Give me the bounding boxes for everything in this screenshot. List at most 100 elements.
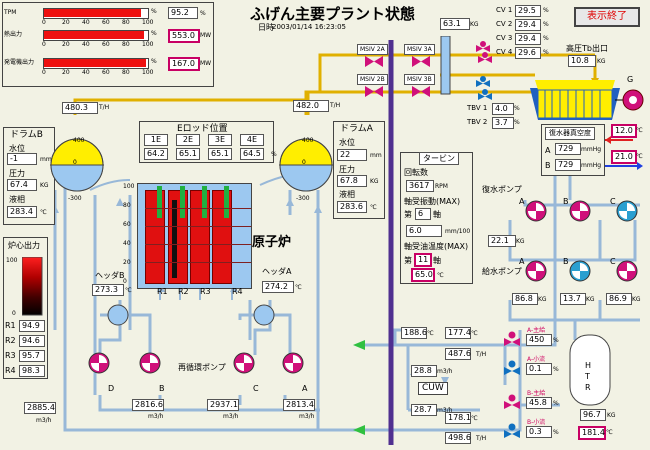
bar-tick-2-3: 60 — [102, 69, 110, 76]
drum-b-level-value: -1 — [7, 153, 37, 165]
condenser-b-unit: mmHg — [581, 162, 602, 169]
feedwater-box-label-2: B-主給 — [527, 390, 546, 397]
drum-b-temp-value: 283.4 — [7, 206, 37, 218]
recirc-pump-c — [233, 352, 255, 374]
bar-tick-2-2: 40 — [82, 69, 90, 76]
condenser-a-label: A — [545, 146, 551, 155]
erod-value-2: 65.1 — [208, 148, 232, 160]
condensate-pump-label-2: C — [610, 197, 616, 206]
condensate-pump-label-0: A — [519, 197, 525, 206]
bar-tick-2-1: 20 — [62, 69, 70, 76]
feedwater-valve-icon-1[interactable] — [502, 360, 524, 378]
recirc-flow-0: 2885.4 — [24, 402, 56, 414]
drum-b-pressure-label: 圧力 — [9, 169, 25, 178]
rod-channel-3 — [212, 190, 232, 284]
msiv-valve-icon-0[interactable] — [365, 55, 385, 69]
msiv-label-0: MSIV 2A — [357, 44, 388, 55]
condensate-pump-c — [616, 200, 638, 222]
header-b-temp-unit: ℃ — [125, 287, 132, 294]
msiv-valve-icon-1[interactable] — [412, 55, 432, 69]
core-power-scale-bottom: 0 — [12, 310, 16, 317]
bar-tick-1-5: 100 — [142, 41, 154, 48]
drum-a-level-unit: mm — [370, 152, 382, 159]
msiv-label-3: MSIV 3B — [404, 74, 435, 85]
msiv-valve-icon-3[interactable] — [412, 85, 432, 99]
msiv-label-1: MSIV 3A — [404, 44, 435, 55]
feed-pump-label-0: A — [519, 257, 525, 266]
feedwater-box-value-1: 0.1 — [526, 363, 552, 375]
main-steam-pressure-unit: KG — [470, 21, 479, 28]
core-power-label-2: R3 — [5, 351, 16, 360]
condensate-pump-label-1: B — [563, 197, 569, 206]
drum-a-mark-zero: 0 — [302, 159, 306, 166]
region-label-2: R3 — [200, 287, 211, 296]
cv-valve-icon-3[interactable] — [478, 89, 494, 103]
main-steam-pressure: 63.1 — [440, 18, 470, 30]
feed-pump-unit-2: KG — [632, 296, 641, 303]
bar-tick-1-3: 60 — [102, 41, 110, 48]
core-power-label-0: R1 — [5, 321, 16, 330]
bar-tick-2-0: 0 — [42, 69, 46, 76]
drum-a-mark-top: 400 — [302, 137, 314, 144]
region-label-0: R1 — [157, 287, 168, 296]
cv-valve-icon-0[interactable] — [476, 41, 492, 55]
feedwater-valve-icon-0[interactable] — [502, 331, 524, 349]
recirc-flow-unit-0: m3/h — [36, 417, 52, 424]
steam-drum-a — [279, 138, 333, 192]
tbv-label-0: TBV 1 — [467, 104, 488, 112]
msiv-valve-icon-2[interactable] — [365, 85, 385, 99]
turbine-vib-prefix: 第 — [404, 210, 412, 219]
drum-a-pressure-value: 67.8 — [337, 175, 367, 187]
header-a-temp: 274.2 — [262, 281, 294, 293]
recirc-pump-a — [282, 352, 304, 374]
condenser-a-unit: mmHg — [581, 146, 602, 153]
bar-fill-0 — [44, 9, 141, 17]
drum-b-panel: ドラムB 水位 -1 mm 圧力 67.4 KG 液相 283.4 ℃ — [3, 127, 55, 225]
turbine-oil-bearing: 11 — [414, 253, 432, 267]
cv-unit-3: % — [543, 49, 549, 56]
cv-valve-icon-2[interactable] — [476, 76, 492, 90]
feedwater-box-label-0: A-主給 — [527, 327, 546, 334]
steam-drum-b — [50, 138, 104, 192]
feed-pump-unit-0: KG — [538, 296, 547, 303]
drum-b-mark-top: 400 — [73, 137, 85, 144]
drum-b-mark-zero: 0 — [73, 159, 77, 166]
region-label-1: R2 — [178, 287, 189, 296]
recirc-pump-label-0: D — [108, 384, 115, 393]
generator-icon — [622, 89, 644, 111]
htr-pressure: 96.7 — [580, 409, 606, 421]
feed-pump-label-2: C — [610, 257, 616, 266]
cuw-temp-3: 178.1 — [445, 412, 471, 424]
region-label-3: R4 — [232, 287, 243, 296]
drum-b-temp-label: 液相 — [9, 195, 25, 204]
recirc-pump-label-3: A — [302, 384, 308, 393]
feedwater-valve-icon-3[interactable] — [502, 423, 524, 441]
feed-pump-b — [569, 260, 591, 282]
feedwater-box-unit-0: % — [553, 337, 559, 344]
bar-value-2: 167.0 — [168, 57, 200, 71]
cuw-flow-3: 28.7 — [411, 404, 437, 416]
drum-b-pressure-value: 67.4 — [7, 179, 37, 191]
bar-tick-1-2: 40 — [82, 41, 90, 48]
feed-pump-value-2: 86.9 — [606, 293, 632, 305]
feedwater-valve-icon-2[interactable] — [502, 394, 524, 412]
reactor-scale-2: 60 — [123, 221, 131, 228]
rod-grid-4 — [145, 262, 251, 263]
cv-valve-icon-1[interactable] — [478, 52, 494, 66]
core-power-value-0: 94.9 — [19, 320, 45, 332]
turbine-oil-suffix: 軸 — [433, 256, 441, 265]
core-power-value-2: 95.7 — [19, 350, 45, 362]
drum-a-steam-flow: 482.0 — [293, 100, 329, 112]
header-b-vessel — [107, 304, 129, 326]
cv-value-1: 29.4 — [515, 19, 541, 31]
cuw-flow-1: 487.6 — [445, 348, 471, 360]
tbv-unit-1: % — [514, 119, 520, 126]
recirc-flow-unit-1: m3/h — [148, 413, 164, 420]
core-power-title: 炉心出力 — [8, 241, 40, 250]
feedwater-box-unit-1: % — [553, 366, 559, 373]
header-a-title: ヘッダA — [262, 267, 292, 276]
rod-grid-1 — [145, 208, 251, 209]
condensate-pump-a — [525, 200, 547, 222]
exit-button[interactable]: 表示終了 — [574, 7, 640, 27]
feedwater-box-label-1: A-小流 — [527, 356, 546, 363]
